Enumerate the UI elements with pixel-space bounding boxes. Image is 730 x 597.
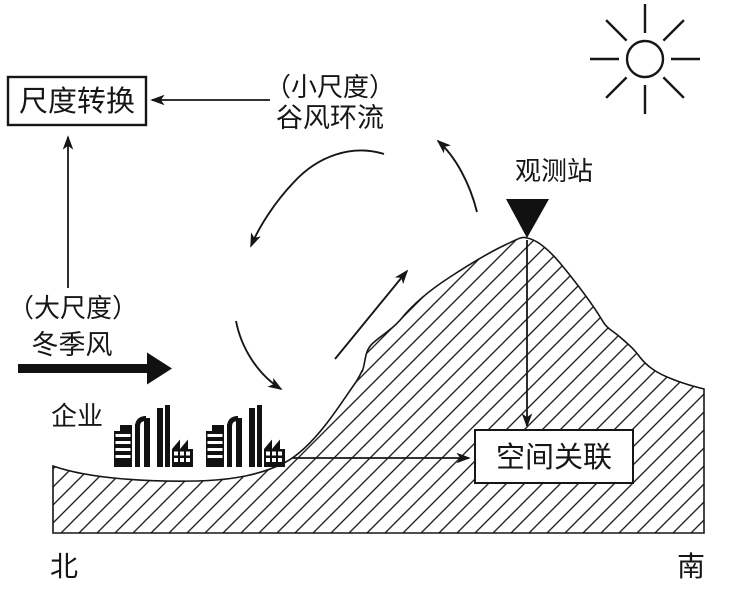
north-label: 北 — [50, 550, 78, 583]
winter-monsoon-label: 冬季风 — [32, 330, 113, 361]
arrow-circulation-toward-factories — [235, 320, 283, 390]
winter-monsoon-arrow — [18, 352, 172, 385]
factory-icon — [206, 405, 285, 467]
sun-icon — [590, 4, 700, 114]
arrow-above-peak-rise — [436, 139, 478, 213]
arrow-upslope-flow — [334, 269, 409, 360]
terrain-mountain — [52, 236, 705, 534]
large-scale-label: （大尺度） — [8, 294, 138, 324]
small-scale-label: （小尺度） — [265, 73, 395, 103]
factory-icon — [114, 405, 193, 467]
valley-wind-circulation-label: 谷风环流 — [276, 103, 384, 134]
spatial-correlation-box — [474, 429, 634, 484]
spatial-correlation-label: 空间关联 — [496, 440, 612, 474]
scale-conversion-box — [6, 75, 148, 127]
observation-station-marker — [506, 199, 549, 238]
enterprises-label: 企业 — [51, 402, 103, 432]
south-label: 南 — [677, 550, 705, 583]
observation-station-label: 观测站 — [515, 157, 593, 187]
scale-conversion-label: 尺度转换 — [19, 84, 135, 118]
arrow-circulation-descend-left — [250, 149, 385, 248]
